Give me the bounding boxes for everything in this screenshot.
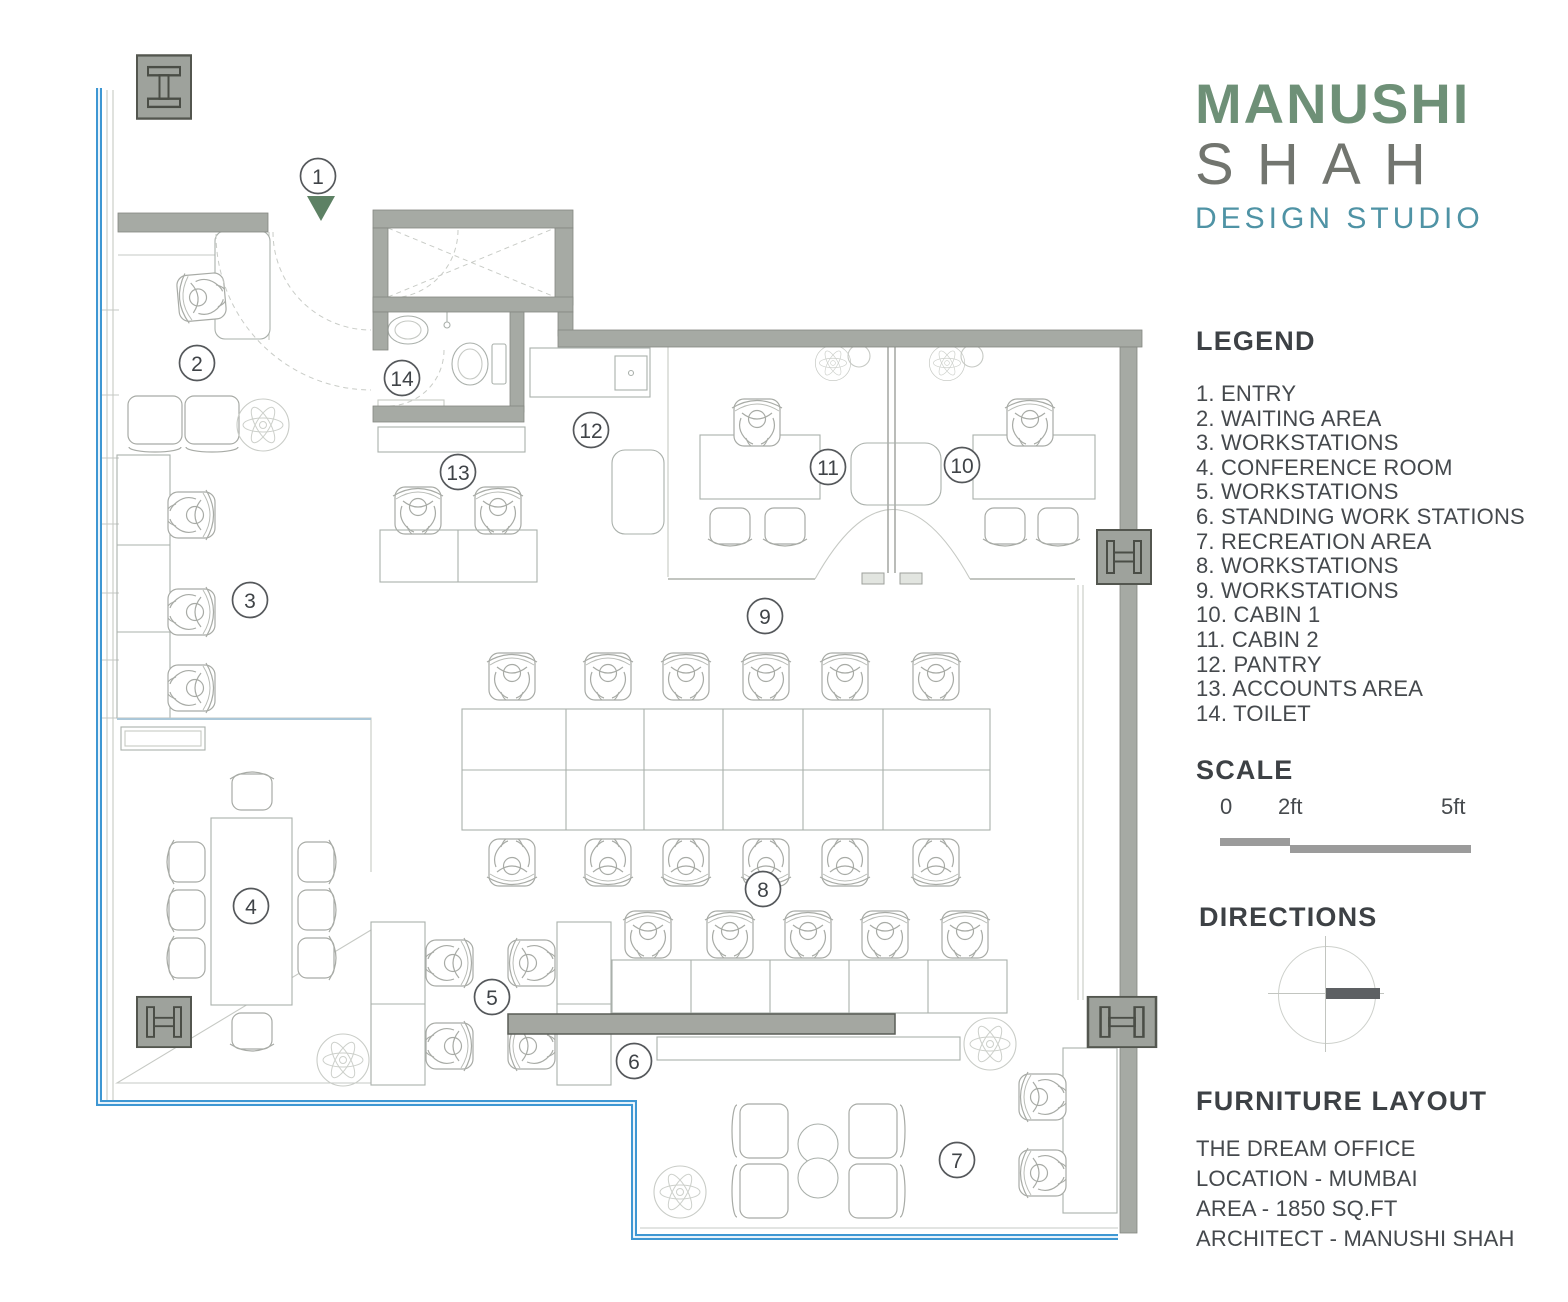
directions-title: DIRECTIONS bbox=[1199, 902, 1378, 932]
legend-item: 13. ACCOUNTS AREA bbox=[1196, 676, 1424, 702]
marker-workstations-3: 3 bbox=[231, 581, 269, 619]
legend-title: LEGEND bbox=[1196, 326, 1316, 356]
column-icon bbox=[135, 54, 193, 120]
scale-tick-0: 0 bbox=[1220, 794, 1233, 819]
furniture-layout-title: FURNITURE LAYOUT bbox=[1196, 1086, 1488, 1116]
logo-line-design-studio: DESIGN STUDIO bbox=[1195, 202, 1484, 235]
project-info-line: LOCATION - MUMBAI bbox=[1196, 1166, 1418, 1191]
workstations-9-furniture bbox=[461, 652, 991, 887]
marker-workstations-8: 8 bbox=[744, 870, 782, 908]
entry-door-swing bbox=[215, 231, 372, 391]
cabins-furniture bbox=[667, 344, 1096, 1000]
marker-workstations-5: 5 bbox=[473, 978, 511, 1016]
svg-text:12: 12 bbox=[579, 420, 602, 443]
svg-text:11: 11 bbox=[817, 457, 839, 480]
logo-line-shah: SHAH bbox=[1195, 132, 1449, 197]
legend-item: 7. RECREATION AREA bbox=[1196, 528, 1432, 554]
marker-standing-stations: 6 bbox=[615, 1042, 653, 1080]
scale-tick-2ft: 2ft bbox=[1278, 794, 1303, 819]
legend-item: 4. CONFERENCE ROOM bbox=[1196, 454, 1453, 480]
legend-item: 8. WORKSTATIONS bbox=[1196, 553, 1399, 579]
marker-entry: 1 bbox=[299, 157, 337, 195]
svg-text:8: 8 bbox=[757, 879, 769, 902]
logo-line-manushi: MANUSHI bbox=[1195, 72, 1471, 135]
studio-logo: MANUSHI SHAH DESIGN STUDIO bbox=[1195, 76, 1484, 234]
entry-arrow-icon bbox=[307, 196, 335, 221]
marker-recreation-area: 7 bbox=[938, 1141, 976, 1179]
column-icon bbox=[136, 995, 192, 1049]
svg-text:5: 5 bbox=[486, 987, 498, 1010]
project-info-line: THE DREAM OFFICE bbox=[1196, 1136, 1416, 1161]
svg-text:7: 7 bbox=[951, 1150, 963, 1173]
property-line bbox=[96, 88, 1118, 1240]
marker-cabin-2: 11 bbox=[809, 448, 847, 486]
svg-text:14: 14 bbox=[390, 368, 414, 391]
marker-cabin-1: 10 bbox=[943, 446, 981, 484]
project-info-line: AREA - 1850 SQ.FT bbox=[1196, 1196, 1398, 1221]
accounts-area-furniture bbox=[377, 426, 538, 583]
legend-item: 9. WORKSTATIONS bbox=[1196, 577, 1399, 603]
workstations-3-furniture bbox=[116, 454, 216, 719]
standing-work-counter bbox=[507, 1013, 896, 1035]
svg-text:1: 1 bbox=[312, 166, 324, 189]
workstations-5-furniture bbox=[370, 921, 612, 1086]
legend-item: 2. WAITING AREA bbox=[1196, 405, 1382, 431]
marker-pantry: 12 bbox=[572, 411, 610, 449]
legend-item: 1. ENTRY bbox=[1196, 381, 1297, 406]
waiting-area-furniture bbox=[118, 230, 290, 453]
marker-accounts-area: 13 bbox=[439, 453, 477, 491]
svg-text:9: 9 bbox=[759, 606, 771, 629]
column-icon bbox=[1096, 529, 1152, 585]
room-markers: 1 2 3 4 5 6 7 8 9 10 11 12 13 14 bbox=[178, 157, 981, 1179]
column-icon bbox=[1086, 995, 1158, 1049]
walls bbox=[117, 209, 1143, 1234]
legend-item: 5. WORKSTATIONS bbox=[1196, 479, 1399, 505]
legend-item: 10. CABIN 1 bbox=[1196, 602, 1321, 628]
svg-text:4: 4 bbox=[245, 896, 257, 919]
scale-bar-segment-2 bbox=[1290, 845, 1471, 853]
scale-title: SCALE bbox=[1196, 755, 1294, 785]
marker-toilet: 14 bbox=[383, 359, 421, 397]
project-info-line: ARCHITECT - MANUSHI SHAH bbox=[1196, 1226, 1515, 1251]
scale-bar-segment-1 bbox=[1220, 838, 1290, 846]
svg-text:2: 2 bbox=[191, 353, 203, 376]
scale-tick-5ft: 5ft bbox=[1441, 794, 1466, 819]
legend-item: 12. PANTRY bbox=[1196, 651, 1322, 677]
legend-item: 14. TOILET bbox=[1196, 700, 1311, 726]
compass-vertical-axis bbox=[1325, 936, 1326, 1052]
svg-text:3: 3 bbox=[244, 590, 256, 613]
legend-item: 11. CABIN 2 bbox=[1196, 626, 1319, 652]
legend-item: 3. WORKSTATIONS bbox=[1196, 430, 1399, 456]
svg-text:13: 13 bbox=[446, 462, 469, 485]
marker-conference-room: 4 bbox=[232, 887, 270, 925]
conference-room bbox=[115, 717, 372, 1087]
pantry-furniture bbox=[377, 347, 665, 535]
legend-item: 6. STANDING WORK STATIONS bbox=[1196, 503, 1525, 529]
compass-north-bar bbox=[1326, 988, 1380, 999]
svg-text:10: 10 bbox=[950, 455, 973, 478]
marker-waiting-area: 2 bbox=[178, 344, 216, 382]
recreation-area-furniture bbox=[640, 1047, 1118, 1229]
svg-text:6: 6 bbox=[628, 1051, 640, 1074]
workstations-8-furniture bbox=[611, 910, 1017, 1071]
marker-workstations-9: 9 bbox=[746, 597, 784, 635]
project-info: THE DREAM OFFICE LOCATION - MUMBAI AREA - … bbox=[1196, 1134, 1515, 1254]
